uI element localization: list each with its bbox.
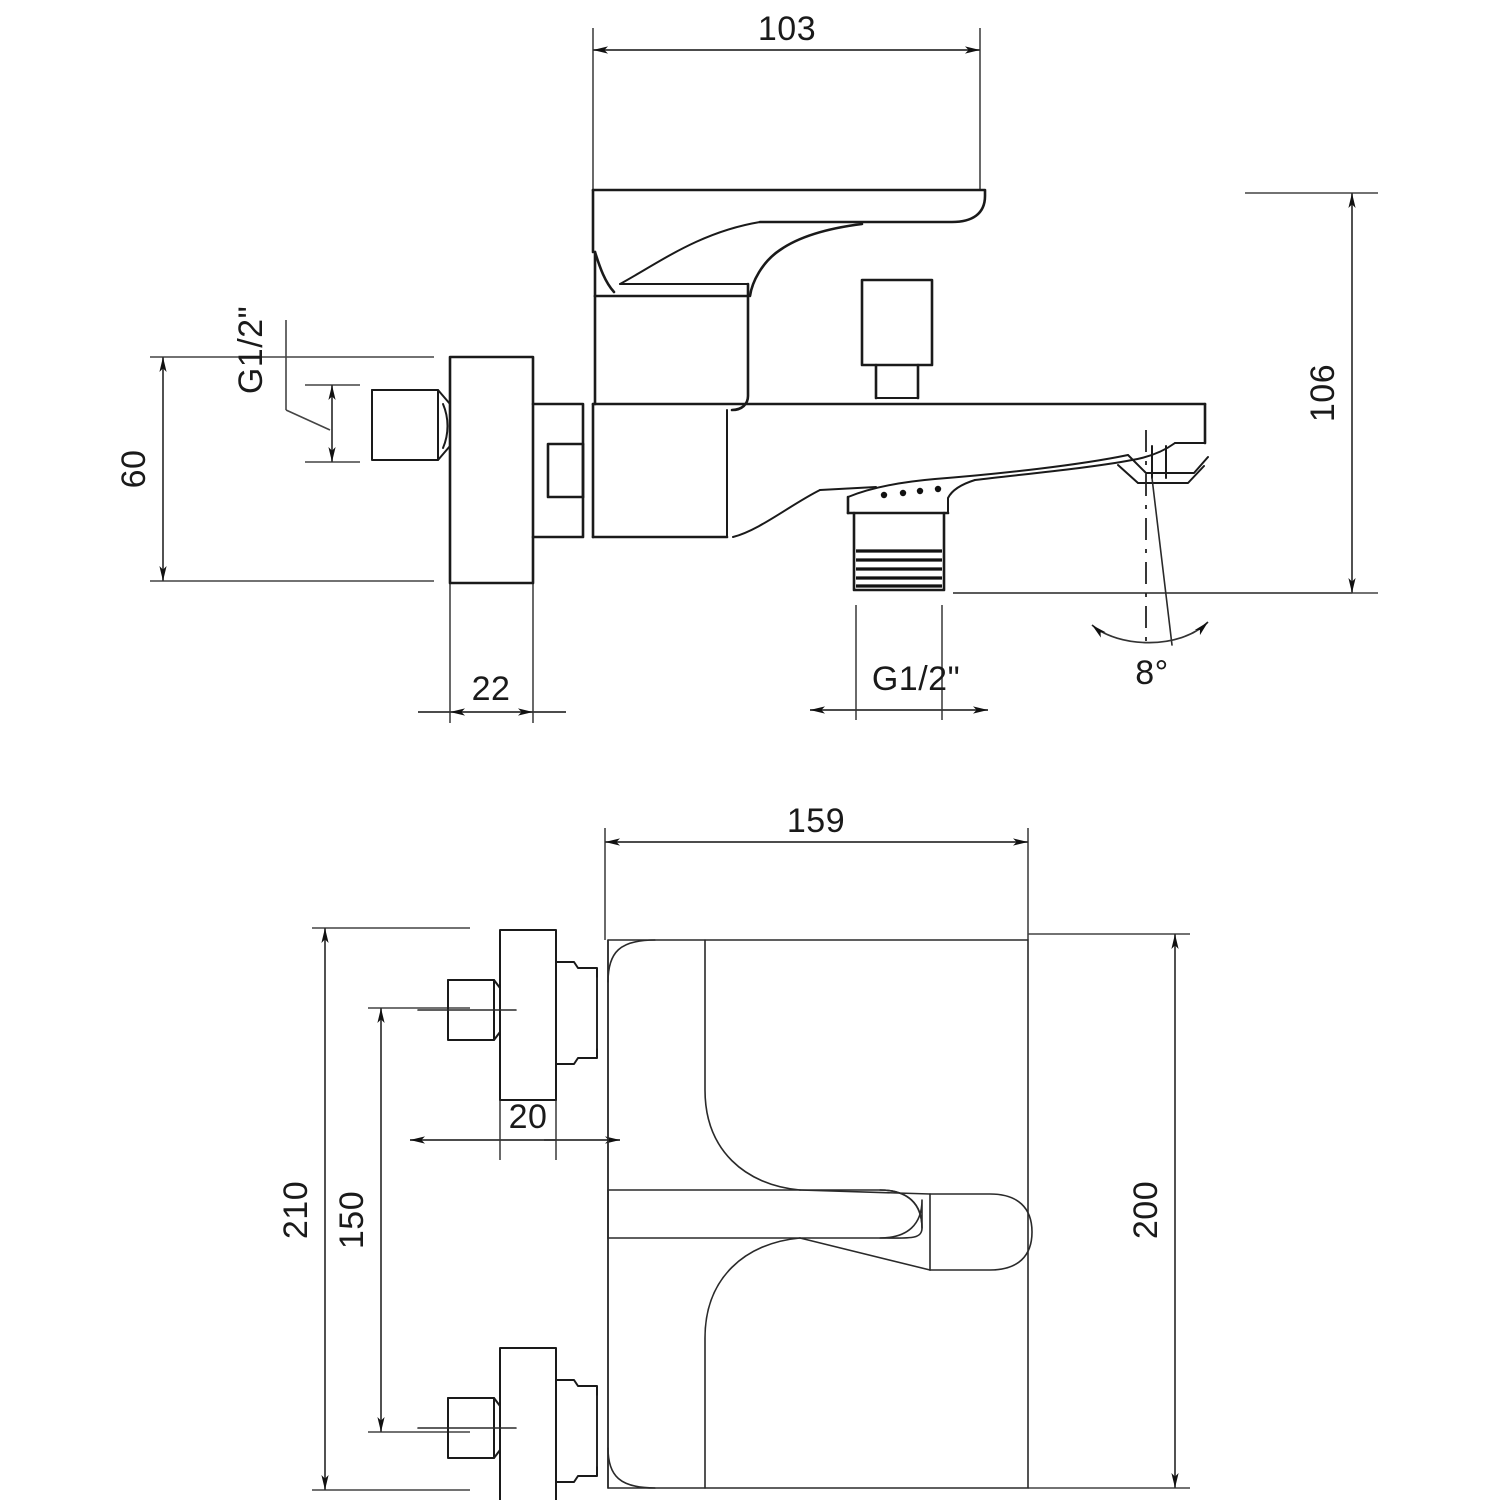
dimension-150: 150	[333, 1007, 470, 1433]
escutcheon-plate-front-lower	[499, 1347, 557, 1500]
escutcheon-plate-front-upper	[499, 929, 557, 1101]
connector-collar-front-upper	[555, 961, 598, 1065]
lever-handle-front	[607, 939, 1033, 1489]
dimension-8-degrees-label: 8°	[1135, 654, 1169, 692]
dimension-210-label: 210	[277, 1181, 315, 1239]
dimension-g12-inlet: G1/2"	[232, 306, 360, 463]
inlet-connector-front-lower	[417, 1397, 517, 1461]
dimension-210: 210	[277, 927, 470, 1491]
side-view-group: 103 106 60 22	[115, 10, 1378, 723]
dimension-159: 159	[604, 802, 1029, 940]
connector-neck-side	[531, 402, 585, 539]
inlet-connector-side	[371, 389, 451, 461]
dimension-g12-shower: G1/2"	[810, 605, 988, 720]
diverter-knob-side	[860, 278, 934, 400]
dimension-g12-inlet-label: G1/2"	[232, 306, 270, 394]
thread-hatching	[856, 549, 942, 588]
dimension-103: 103	[592, 10, 981, 190]
dimension-22-label: 22	[472, 670, 511, 708]
dimension-22: 22	[418, 583, 566, 723]
dimension-106: 106	[953, 192, 1378, 594]
spout-profile-side	[732, 442, 1206, 538]
dimension-20: 20	[410, 1090, 620, 1160]
shower-outlet-thread	[852, 511, 946, 592]
dimension-150-label: 150	[333, 1191, 371, 1249]
escutcheon-plate-side	[448, 355, 535, 585]
spout-aerator-end	[1117, 445, 1209, 484]
inlet-connector-front-upper	[417, 979, 517, 1043]
dimension-60-label: 60	[115, 450, 153, 489]
mixer-body-front	[607, 939, 1029, 1489]
dimension-60: 60	[115, 356, 434, 582]
dimension-8-degrees: 8°	[1091, 430, 1209, 692]
dimension-159-label: 159	[787, 802, 845, 840]
dimension-106-label: 106	[1304, 364, 1342, 422]
mixer-body-side	[591, 188, 1207, 539]
dimension-g12-shower-label: G1/2"	[872, 660, 960, 698]
dimension-200: 200	[1028, 933, 1190, 1489]
dimension-200-label: 200	[1127, 1181, 1165, 1239]
front-view-group: 159 200 210 150	[277, 802, 1190, 1500]
dimension-20-label: 20	[509, 1098, 548, 1136]
connector-collar-front-lower	[555, 1379, 598, 1483]
dimension-103-label: 103	[758, 10, 816, 48]
